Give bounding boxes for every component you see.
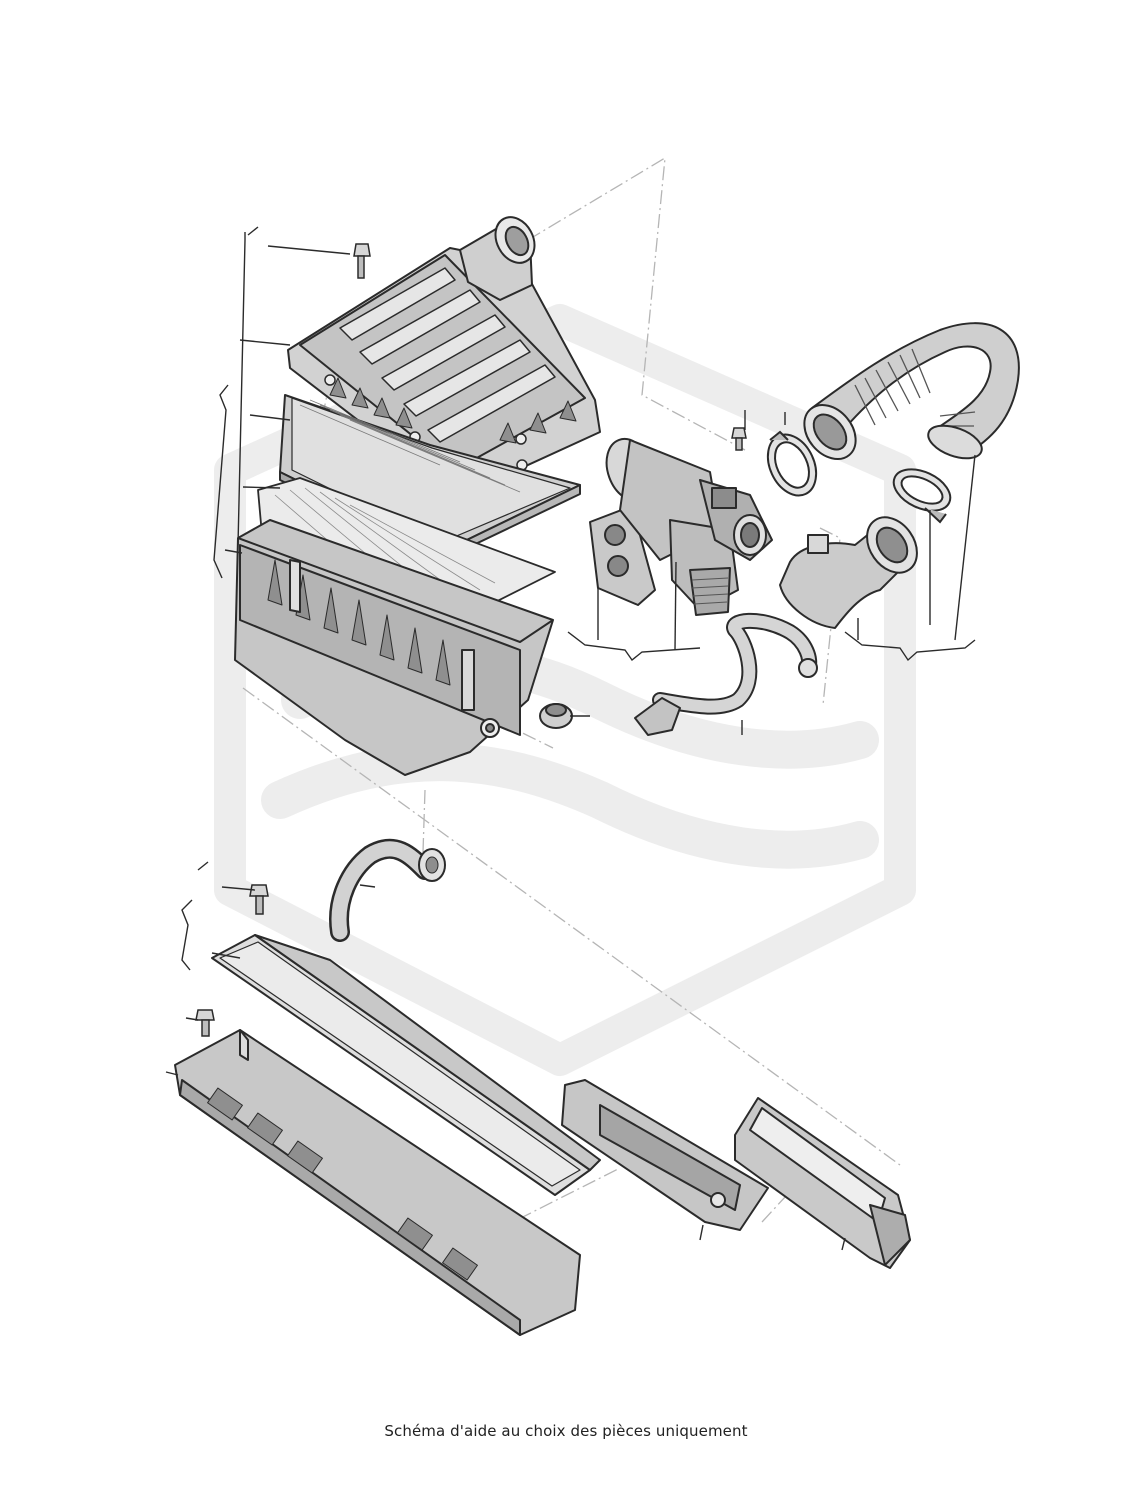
breather-hose — [634, 612, 818, 736]
lower-breather-hose — [329, 838, 446, 942]
air-filter-cover — [287, 216, 601, 498]
resonator-duct — [561, 1079, 769, 1231]
intake-snorkel — [734, 1097, 911, 1269]
intake-elbow-connector — [779, 516, 918, 629]
leader-lines — [165, 226, 976, 1251]
throttle-body — [589, 438, 773, 616]
flex-hose-icon — [803, 322, 1020, 460]
bolt-icon — [353, 243, 371, 279]
check-valve — [539, 703, 573, 729]
hose-clamp-icon — [766, 430, 818, 497]
air-intake-duct-lower — [174, 1029, 581, 1336]
air-intake-duct-upper — [211, 934, 601, 1196]
air-filter-lower-housing — [234, 519, 554, 776]
diagram-caption: Schéma d'aide au choix des pièces unique… — [384, 1422, 748, 1440]
bolt-icon — [731, 427, 747, 451]
bolt-icon — [195, 1009, 215, 1037]
bolt-icon — [249, 884, 269, 915]
